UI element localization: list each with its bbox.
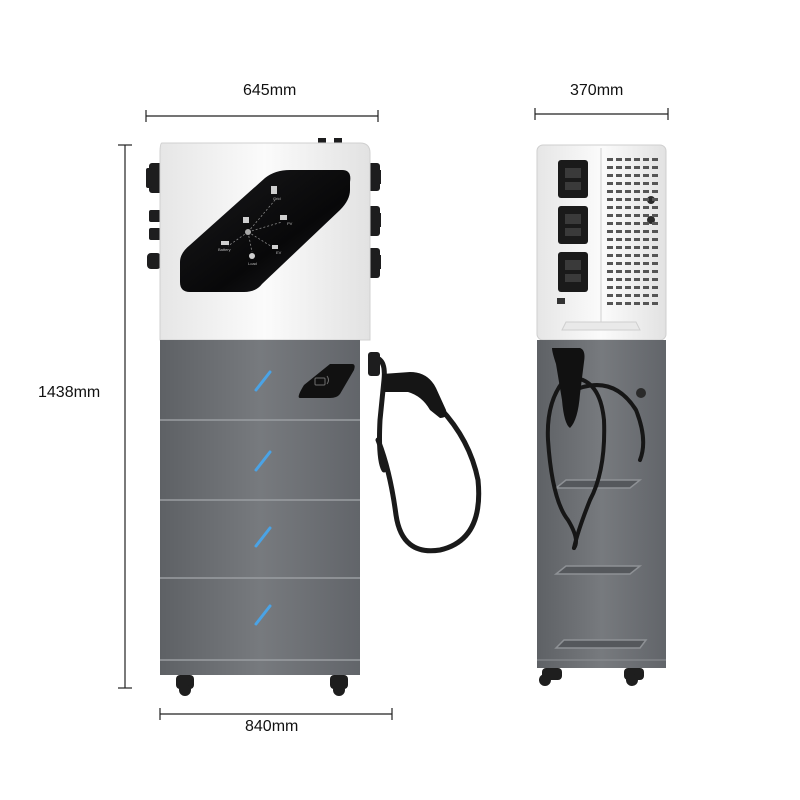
status-icon	[243, 217, 249, 223]
base-width-label: 840mm	[245, 718, 299, 735]
screen-label-battery: Battery	[218, 247, 231, 252]
side-charging-cable	[545, 376, 646, 550]
ev-icon	[272, 245, 278, 249]
side-ports	[558, 160, 588, 292]
front-wheels	[176, 675, 348, 696]
height-label: 1438mm	[38, 384, 101, 401]
led-indicator-icon	[254, 370, 272, 626]
screen-label-ev: EV	[276, 250, 282, 255]
side-width-label: 370mm	[570, 82, 624, 99]
charger-holder	[368, 352, 380, 376]
screen-label-load: Load	[248, 261, 257, 266]
right-connectors	[368, 163, 381, 278]
battery-icon	[221, 241, 229, 245]
front-width-label: 645mm	[243, 82, 297, 99]
screen-label-grid: Grid	[273, 196, 281, 201]
screen-flow-diagram	[227, 199, 283, 253]
side-vents	[607, 158, 658, 305]
front-view	[146, 138, 482, 696]
pv-icon	[280, 215, 287, 220]
rfid-panel	[298, 364, 355, 398]
side-charging-gun	[552, 348, 585, 428]
side-view	[536, 144, 667, 686]
display-screen	[180, 170, 351, 292]
grid-icon	[271, 186, 277, 194]
charging-gun	[382, 372, 447, 418]
load-icon	[249, 253, 255, 259]
side-wheels	[539, 668, 644, 686]
module-separators	[160, 419, 360, 661]
dimension-lines	[118, 108, 669, 720]
screen-label-pv: PV	[287, 221, 293, 226]
rfid-card-icon	[314, 375, 329, 386]
